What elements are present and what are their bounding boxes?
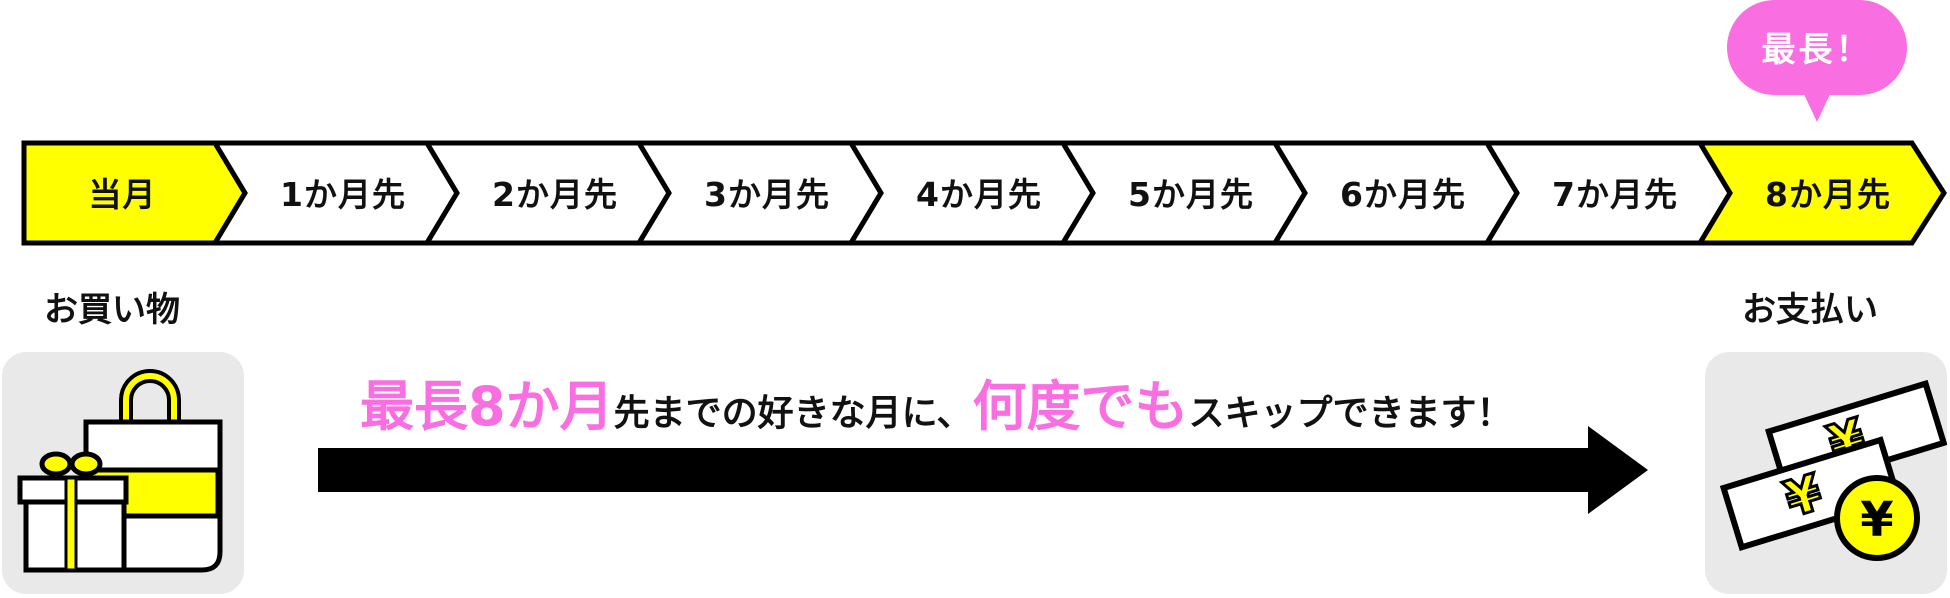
- headline-max-8-months: 最長8か月: [360, 375, 614, 438]
- speech-bubble: [1727, 0, 1907, 95]
- timeline-chevron-bar: [21, 140, 1947, 246]
- speech-bubble-tail: [1803, 92, 1831, 122]
- segment-label-6: 6か月先: [1340, 175, 1466, 214]
- chevron-segment-8: [1695, 140, 1947, 246]
- svg-text:¥: ¥: [1860, 492, 1893, 548]
- yen-bills-coin-icon: ¥ ¥ ¥: [1719, 379, 1948, 561]
- payment-icon-box: ¥ ¥ ¥: [1705, 352, 1948, 594]
- payment-label: お支払い: [1742, 290, 1878, 330]
- segment-label-2: 2か月先: [492, 175, 618, 214]
- segment-label-8: 8か月先: [1765, 175, 1891, 214]
- segment-label-current-month: 当月: [88, 175, 157, 214]
- headline: 最長8か月先までの好きな月に、何度でもスキップできます！: [360, 362, 1513, 441]
- segment-label-4: 4か月先: [916, 175, 1042, 214]
- segment-label-3: 3か月先: [704, 175, 830, 214]
- headline-any-times: 何度でも: [972, 375, 1189, 438]
- right-arrow-icon: [318, 426, 1648, 514]
- headline-until-month: 先までの好きな月に、: [613, 393, 973, 434]
- speech-bubble-text: 最長！: [1761, 30, 1873, 70]
- shopping-label: お買い物: [44, 290, 180, 330]
- headline-skip: スキップできます！: [1188, 393, 1513, 434]
- segment-label-5: 5か月先: [1128, 175, 1254, 214]
- shopping-bag-gift-icon: [17, 369, 223, 573]
- shopping-icon-box: [2, 352, 244, 594]
- segment-label-1: 1か月先: [280, 175, 406, 214]
- segment-label-7: 7か月先: [1552, 175, 1678, 214]
